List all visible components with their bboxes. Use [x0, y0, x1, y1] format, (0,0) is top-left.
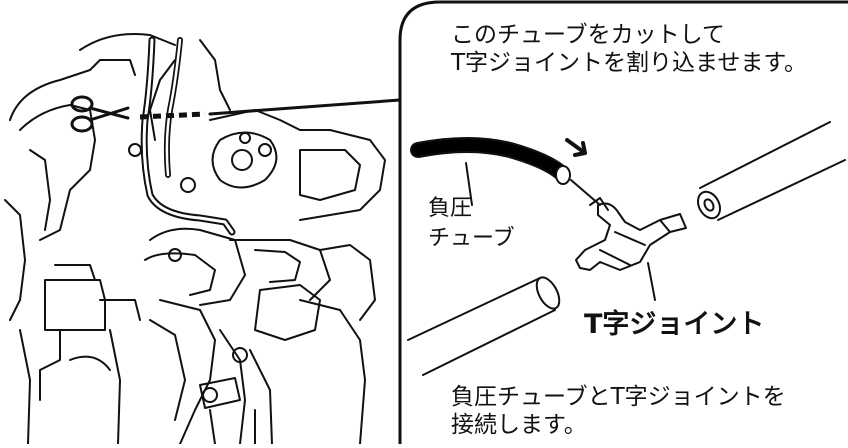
callout-line-2: T字ジョイントを割り込ませます。	[451, 50, 808, 76]
engine-drawing	[4, 33, 386, 445]
caption-line-1: 負圧チューブとT字ジョイントを	[451, 384, 786, 410]
callout-line-1: このチューブをカットして	[451, 22, 725, 48]
joint-label: T字ジョイント	[584, 309, 765, 340]
callout-border	[208, 0, 848, 446]
scissors-icon	[70, 95, 130, 133]
tube-label-2: チューブ	[428, 226, 515, 251]
tube-label-1: 負圧	[428, 196, 473, 221]
arrow-icon	[565, 138, 587, 157]
caption-line-2: 接続します。	[451, 412, 587, 438]
detail-drawing	[407, 121, 846, 376]
vacuum-hose	[140, 36, 236, 236]
cut-line	[139, 111, 206, 120]
